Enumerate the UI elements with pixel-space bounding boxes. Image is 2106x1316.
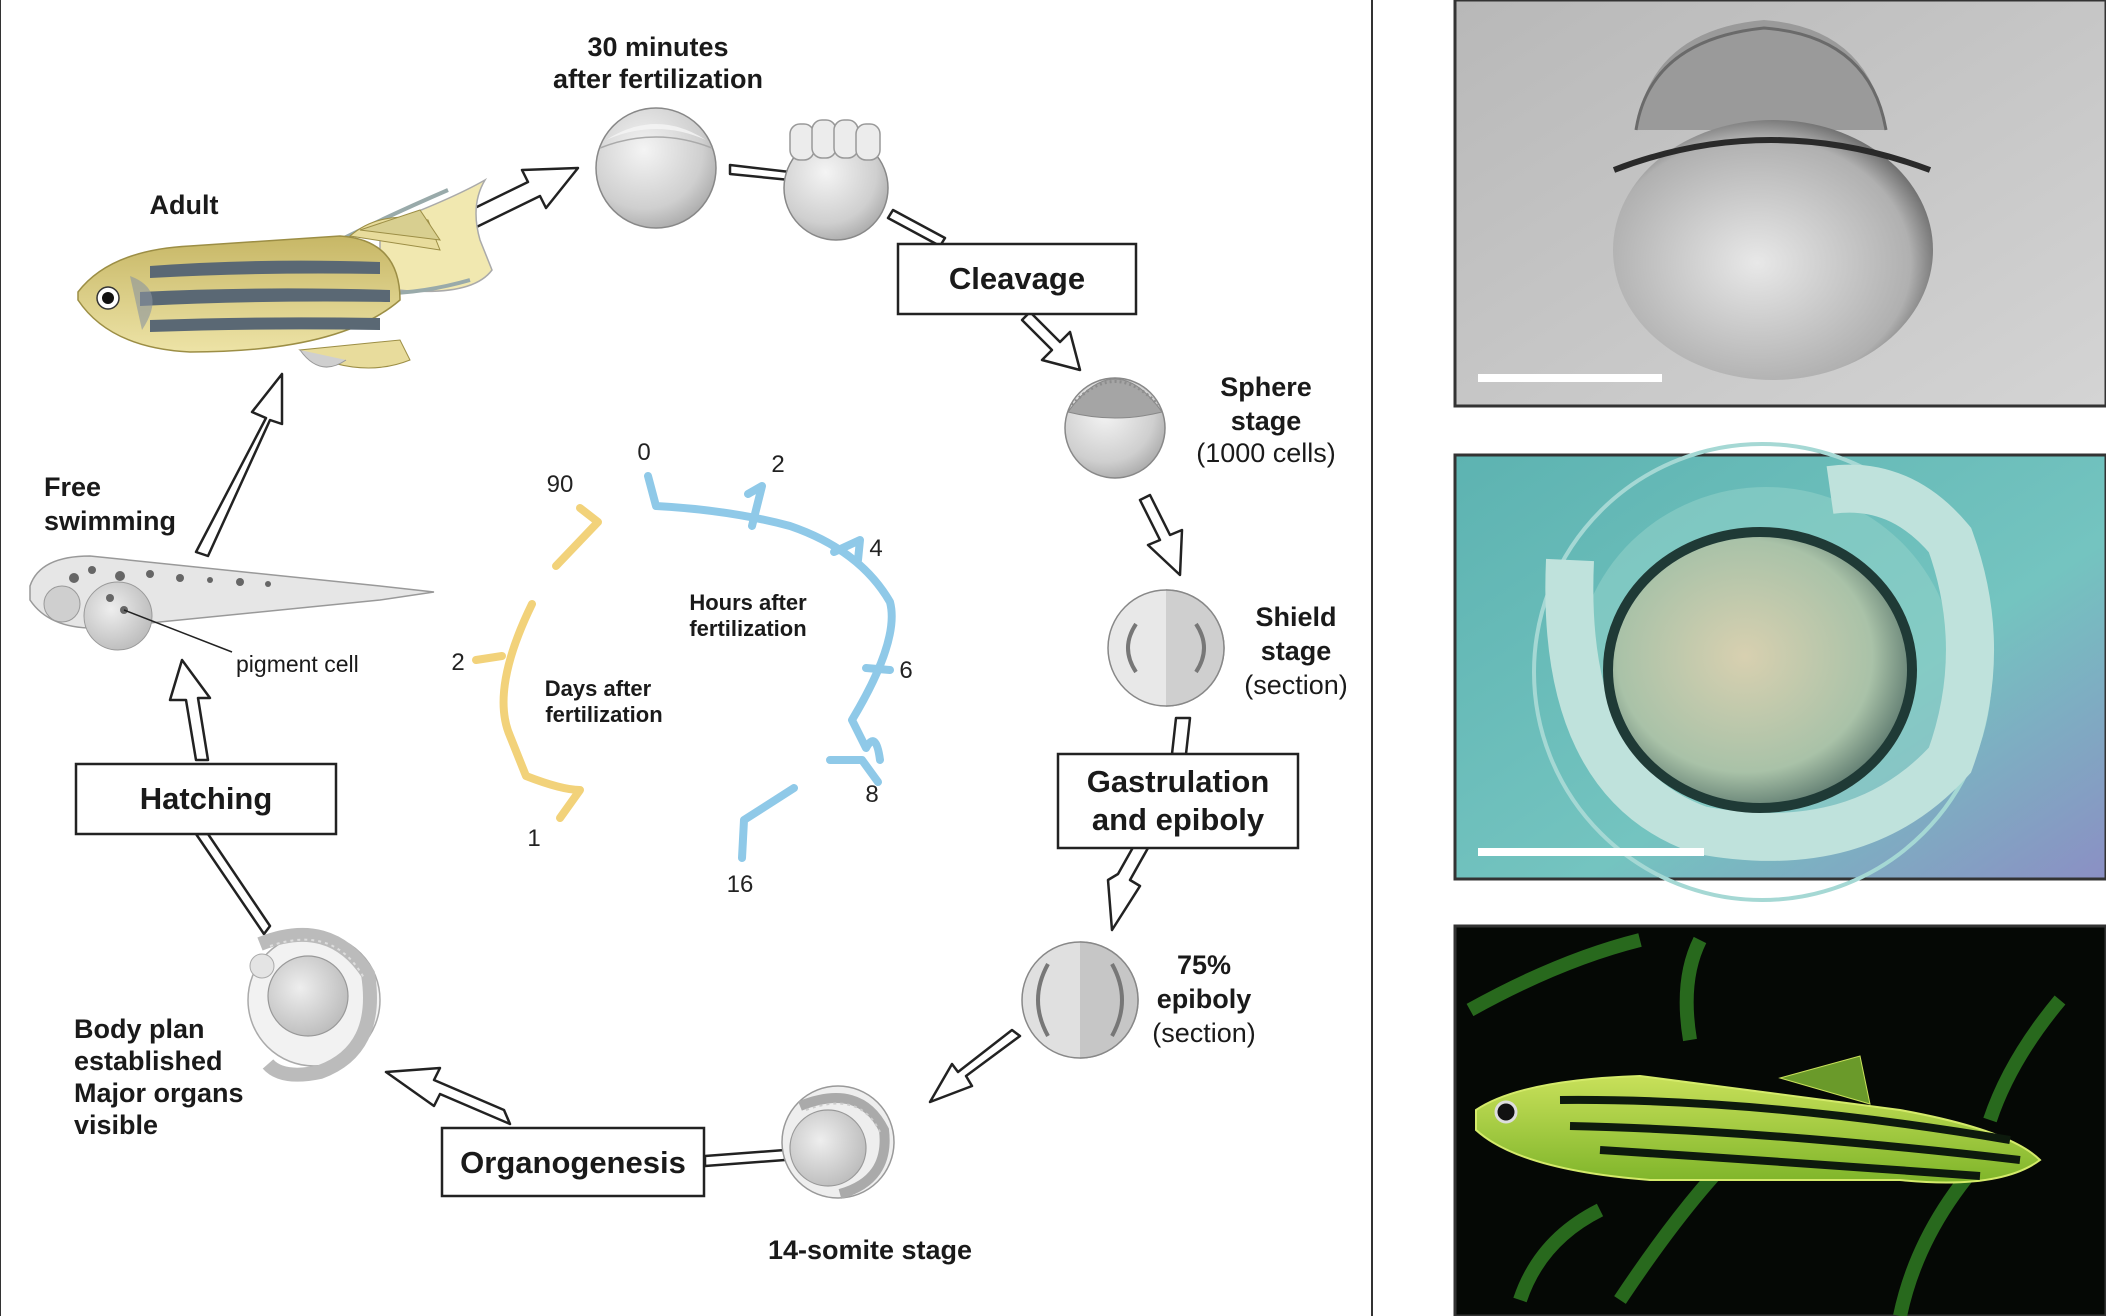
label-body-plan-line3: Major organs (74, 1078, 244, 1108)
label-shield-line3: (section) (1244, 670, 1348, 700)
days-label-line2: fertilization (545, 702, 662, 727)
label-sphere-line1: Sphere (1220, 372, 1312, 402)
cleavage-label: Cleavage (949, 261, 1085, 296)
day-tick-1: 1 (527, 825, 540, 852)
larva-drawing (29, 555, 435, 653)
arrow-8cell-to-box (886, 208, 947, 248)
hour-tick-2: 2 (771, 451, 784, 478)
scale-bar-2 (1478, 848, 1704, 856)
arrow-sphere-to-shield (1138, 493, 1184, 577)
arrow-bodyplan-to-hatching (194, 832, 272, 936)
label-body-plan-line2: established (74, 1046, 223, 1076)
hours-label-line1: Hours after (689, 590, 807, 615)
hours-label-line2: fertilization (689, 616, 806, 641)
body-plan-embryo-drawing (247, 927, 381, 1082)
arrow-shield-to-box (1170, 716, 1192, 756)
label-30min-line2: after fertilization (553, 64, 763, 94)
shield-stage-drawing (1107, 589, 1225, 707)
process-box-hatching: Hatching (74, 762, 338, 836)
cycle-arrows (168, 163, 1192, 1168)
gastrulation-label-line1: Gastrulation (1087, 764, 1270, 799)
label-body-plan-line1: Body plan (74, 1014, 205, 1044)
embryo-photo (1453, 442, 2106, 902)
adult-fish-photo (1453, 924, 2106, 1316)
day-tick-2: 2 (451, 649, 464, 676)
arrow-larva-to-adult (194, 372, 284, 558)
label-30min-line1: 30 minutes (587, 32, 728, 62)
scale-bar-1 (1478, 374, 1662, 382)
label-75-line2: epiboly (1157, 984, 1252, 1014)
hour-tick-4: 4 (869, 535, 882, 562)
arrow-75-to-somite (928, 1028, 1022, 1104)
adult-fish-drawing (77, 177, 493, 369)
arrow-hatching-to-larva (168, 658, 212, 762)
arrow-gastrulation-to-75 (1106, 840, 1150, 932)
label-sphere-line2: stage (1231, 406, 1302, 436)
label-body-plan-line4: visible (74, 1110, 158, 1140)
label-free-swimming-line2: swimming (44, 506, 176, 536)
arrow-somite-to-box (703, 1148, 787, 1168)
label-adult: Adult (150, 190, 219, 220)
hour-tick-8: 8 (865, 781, 878, 808)
days-arc (472, 504, 602, 822)
process-box-cleavage: Cleavage (896, 242, 1138, 316)
days-label-line1: Days after (545, 676, 652, 701)
somite-14-drawing (781, 1085, 895, 1199)
label-14-somite: 14-somite stage (768, 1235, 972, 1265)
sphere-stage-drawing (1064, 377, 1166, 479)
process-box-gastrulation: Gastrulation and epiboly (1056, 752, 1300, 850)
label-shield-line1: Shield (1255, 602, 1336, 632)
arrow-cleavage-to-sphere (1020, 310, 1082, 372)
arrow-egg-to-cleavage (728, 163, 792, 182)
gastrulation-label-line2: and epiboly (1092, 802, 1265, 837)
day-tick-90: 90 (547, 471, 574, 498)
egg-8cell-drawing (783, 119, 889, 241)
process-box-organogenesis: Organogenesis (440, 1126, 706, 1198)
hour-tick-6: 6 (899, 657, 912, 684)
blastula-photo (1453, 0, 2106, 408)
hours-arc (644, 472, 896, 862)
label-pigment-cell: pigment cell (236, 651, 359, 677)
hour-tick-16: 16 (727, 871, 754, 898)
label-free-swimming-line1: Free (44, 472, 101, 502)
label-75-line3: (section) (1152, 1018, 1256, 1048)
organogenesis-label: Organogenesis (460, 1145, 686, 1180)
arrow-organogenesis-to-bodyplan (384, 1066, 512, 1126)
label-75-line1: 75% (1177, 950, 1231, 980)
labels: 30 minutes after fertilization Adult Sph… (44, 32, 1348, 1265)
label-sphere-line3: (1000 cells) (1196, 438, 1336, 468)
hatching-label: Hatching (140, 781, 273, 816)
epiboly-75-drawing (1021, 941, 1139, 1059)
egg-30min-drawing (595, 107, 717, 229)
hour-tick-0: 0 (637, 439, 650, 466)
label-shield-line2: stage (1261, 636, 1332, 666)
